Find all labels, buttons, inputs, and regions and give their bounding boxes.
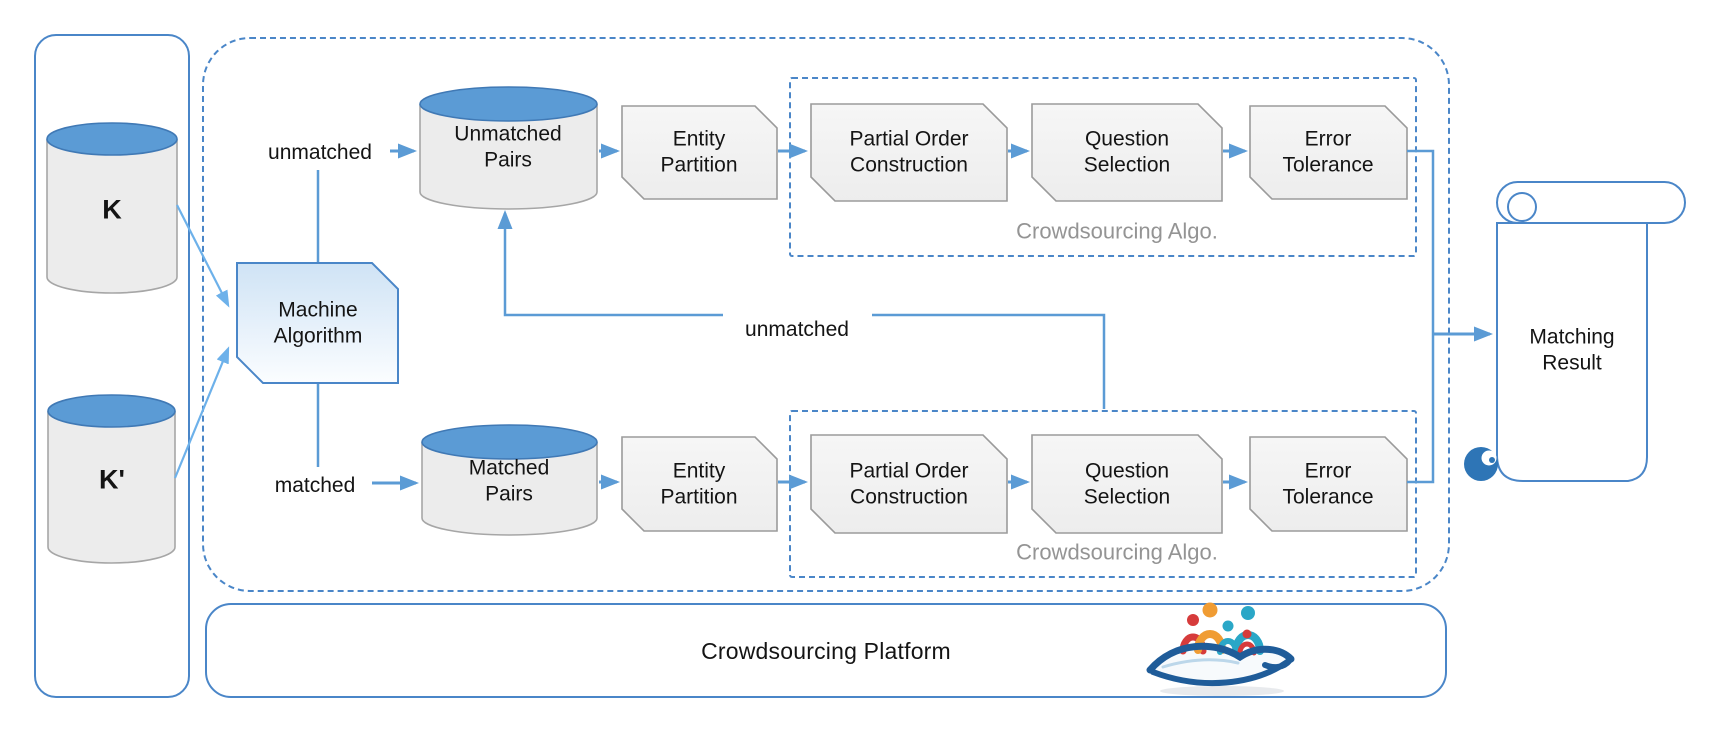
unmatched-pairs-store-label: Unmatched Pairs <box>454 122 562 171</box>
question-selection-label-top: Question Selection <box>1083 127 1171 176</box>
error-tolerance-label-bottom: Error Tolerance <box>1282 459 1374 508</box>
crowdsourcing-platform-label: Crowdsourcing Platform <box>701 637 951 664</box>
error-tolerance-box-bottom <box>1249 436 1408 532</box>
entity-partition-box-bottom <box>621 436 778 532</box>
source-databases-panel <box>34 34 190 698</box>
partial-order-construction-box-top <box>810 103 1008 202</box>
question-selection-box-top <box>1031 103 1223 202</box>
crowdsourcing-platform-logo <box>1146 602 1295 696</box>
arrow-kprime-to-machine <box>173 346 230 479</box>
arrow-k-to-machine <box>176 204 230 308</box>
question-selection-box-bottom <box>1031 434 1223 534</box>
merge-connector-lines <box>1407 149 1435 484</box>
matching-result-label: Matching Result <box>1529 325 1615 374</box>
crowdsourcing-algo-group-bottom <box>789 410 1417 578</box>
crowdsourcing-algo-group-top <box>789 77 1417 257</box>
system-boundary-dashed-box <box>202 37 1450 592</box>
unmatched-feedback-label: unmatched <box>745 318 849 342</box>
partial-order-construction-label-top: Partial Order Construction <box>849 127 969 176</box>
partial-order-construction-box-bottom <box>810 434 1008 534</box>
entity-partition-box-top <box>621 105 778 200</box>
crowdsourcing-algo-label-bottom: Crowdsourcing Algo. <box>1016 539 1218 565</box>
entity-partition-label-top: Entity Partition <box>660 127 738 176</box>
database-k-prime-icon <box>47 394 176 564</box>
db-k-label: K <box>102 194 122 225</box>
unmatched-edge-label: unmatched <box>268 141 372 165</box>
entity-partition-label-bottom: Entity Partition <box>660 459 738 508</box>
matching-result-scroll-icon <box>1464 181 1686 482</box>
crowdsourcing-algo-label-top: Crowdsourcing Algo. <box>1016 218 1218 244</box>
matched-pairs-store-label: Matched Pairs <box>468 456 550 505</box>
machine-algorithm-box <box>236 262 399 384</box>
machine-algorithm-label: Machine Algorithm <box>273 298 363 347</box>
feedback-line-right <box>872 313 1106 409</box>
database-unmatched-pairs-icon <box>419 86 598 210</box>
error-tolerance-box-top <box>1249 105 1408 200</box>
feedback-arrow-to-unmatched-store <box>497 210 723 317</box>
matched-edge-label: matched <box>274 474 356 498</box>
question-selection-label-bottom: Question Selection <box>1083 459 1171 508</box>
db-k-prime-label: K' <box>99 464 125 495</box>
database-matched-pairs-icon <box>421 424 598 536</box>
error-tolerance-label-top: Error Tolerance <box>1282 127 1374 176</box>
database-k-icon <box>46 122 178 294</box>
partial-order-construction-label-bottom: Partial Order Construction <box>849 459 969 508</box>
